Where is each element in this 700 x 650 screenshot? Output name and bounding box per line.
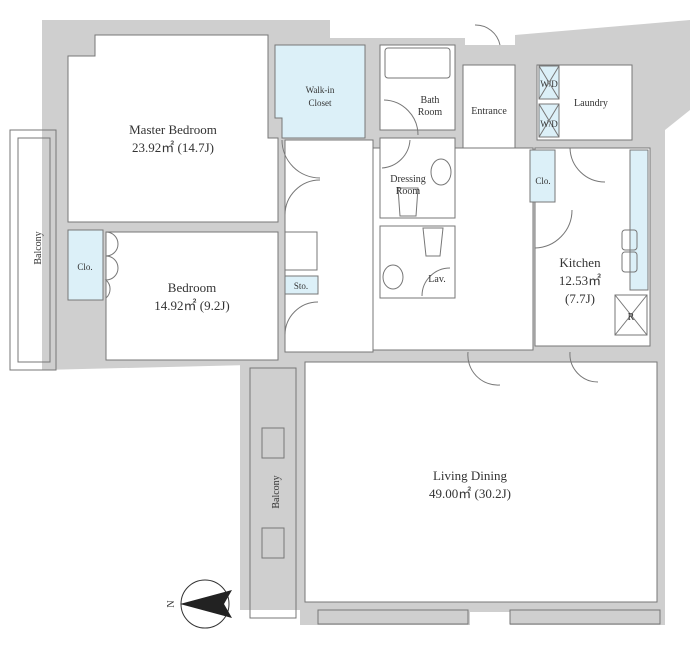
storage-label: Sto. xyxy=(294,281,308,291)
bedroom-label: Bedroom xyxy=(168,280,216,295)
door-swing xyxy=(474,24,501,46)
fridge xyxy=(614,294,648,336)
dressing-room-label: Dressing xyxy=(390,174,426,185)
door-swing xyxy=(569,147,606,183)
balcony-west-label: Balcony xyxy=(33,231,44,264)
closet-door xyxy=(104,231,119,299)
compass-icon: N xyxy=(166,579,232,629)
balcony-south-outline xyxy=(249,367,297,619)
balcony-west-outline xyxy=(9,129,57,371)
lavatory-label: Lav. xyxy=(428,274,445,285)
bedroom-area: 14.92㎡ (9.2J) xyxy=(154,298,229,313)
living-dining-room xyxy=(304,361,658,603)
entrance-room xyxy=(462,64,516,149)
door-swing xyxy=(284,301,319,336)
bedroom-closet-label: Clo. xyxy=(77,262,92,272)
kitchen-jo: (7.7J) xyxy=(565,291,595,306)
door-swing xyxy=(421,267,451,297)
dressing-room-label-2: Room xyxy=(396,186,421,197)
stove-burner xyxy=(621,229,638,251)
bathtub xyxy=(384,47,451,79)
lavatory-room xyxy=(379,225,456,299)
lav-basin xyxy=(382,264,404,290)
compass-north-label: N xyxy=(166,600,177,607)
door-swing xyxy=(569,351,599,383)
door-swing xyxy=(383,99,419,136)
bedroom-room xyxy=(105,231,279,361)
kitchen-area: 12.53㎡ xyxy=(559,273,601,288)
door-swing xyxy=(381,139,411,169)
fridge-label: R xyxy=(628,312,635,323)
door-swing xyxy=(281,139,321,179)
kitchen-counter xyxy=(629,149,649,291)
door-swing xyxy=(467,351,501,386)
wall-cabinet xyxy=(284,231,318,271)
bath-room-label-2: Room xyxy=(418,107,443,118)
fixtures xyxy=(9,24,661,625)
kitchen-label: Kitchen xyxy=(559,255,601,270)
door-swing xyxy=(284,179,321,216)
walk-in-closet-label-2: Closet xyxy=(308,98,332,108)
dressing-room-room xyxy=(379,137,456,219)
door-swing xyxy=(534,209,573,249)
walk-in-closet-label: Walk-in xyxy=(306,85,335,95)
washer-dryer-label-2: W/D xyxy=(540,119,558,129)
washer-dryer-label: W/D xyxy=(540,79,558,89)
entrance-label: Entrance xyxy=(471,106,507,117)
bedroom-closet xyxy=(67,229,104,301)
bath-room-room xyxy=(379,44,456,131)
walk-in-closet xyxy=(274,44,366,139)
balcony-south-label: Balcony xyxy=(271,475,282,508)
kitchen-closet-label: Clo. xyxy=(535,176,550,186)
dressing-stool xyxy=(397,187,419,217)
master-bedroom-area: 23.92㎡ (14.7J) xyxy=(132,140,214,155)
storage-closet xyxy=(284,275,319,295)
washbasin xyxy=(430,158,452,186)
master-bedroom-room xyxy=(67,34,279,223)
living-dining-area: 49.00㎡ (30.2J) xyxy=(429,486,511,501)
living-dining-label: Living Dining xyxy=(433,468,508,483)
stove-burner xyxy=(621,251,638,273)
bath-room-label: Bath xyxy=(421,95,440,106)
laundry-label: Laundry xyxy=(574,98,608,109)
toilet xyxy=(422,227,444,257)
kitchen-closet xyxy=(529,149,556,203)
master-bedroom-label: Master Bedroom xyxy=(129,122,217,137)
